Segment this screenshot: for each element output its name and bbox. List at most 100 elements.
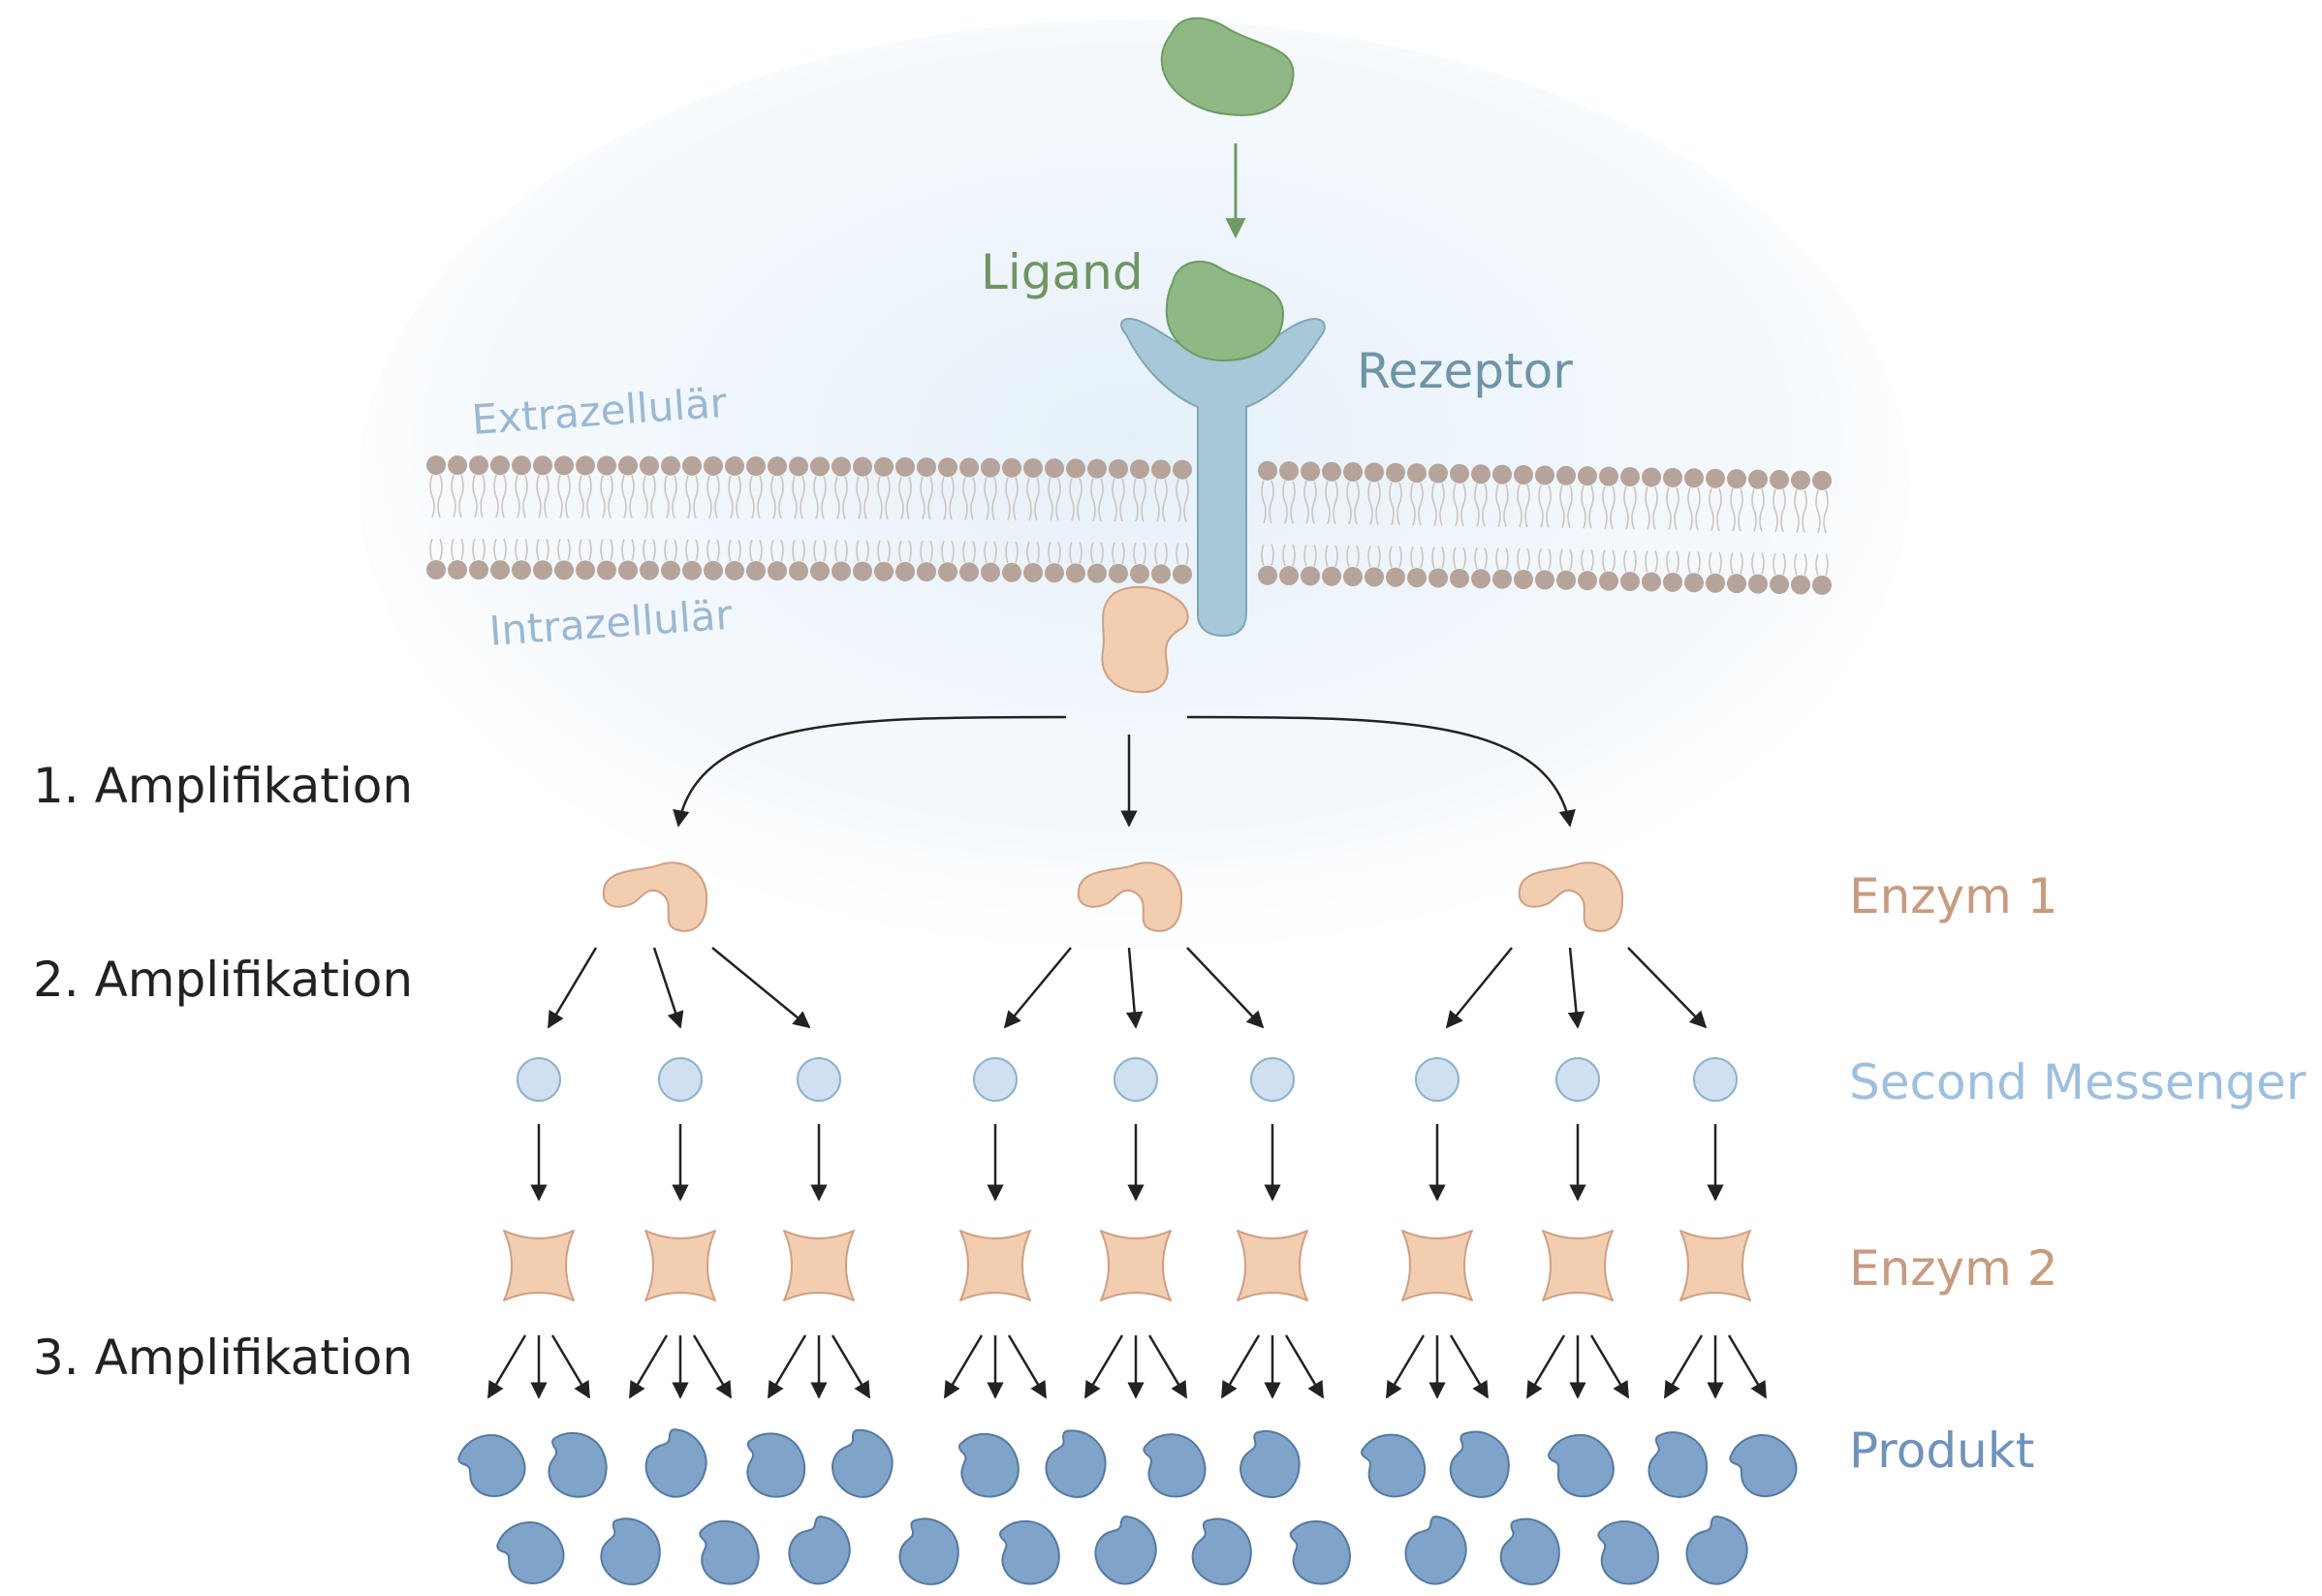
lipid-tail [643, 539, 646, 561]
lipid-tail [865, 540, 869, 562]
lipid-head [1173, 564, 1192, 584]
lipid-tail [1375, 482, 1381, 525]
lipid-tail [941, 540, 945, 563]
lipid-tail [927, 476, 933, 520]
product [457, 1434, 526, 1497]
amp3-arrow [1007, 1334, 1048, 1399]
amp3-arrow [1663, 1334, 1704, 1399]
lipid-tail [749, 539, 753, 562]
amp1-arrow-right [1186, 715, 1576, 828]
lipid-head [1279, 461, 1299, 482]
lipid-tail [1695, 487, 1701, 531]
lipid-head [789, 561, 808, 581]
lipid-head [1450, 568, 1469, 588]
lipid-tail [557, 475, 563, 518]
amplification-3-label: 3. Amplifikation [33, 1330, 413, 1386]
lipid-tail [1133, 478, 1139, 522]
lipid-head [1279, 566, 1299, 586]
lipid-tail [906, 476, 912, 520]
lipid-tail [1546, 485, 1552, 528]
lipid-tail [813, 476, 819, 519]
lipid-head [469, 560, 488, 580]
lipid-tail [1282, 480, 1288, 524]
lipid-tail [621, 475, 627, 518]
lipid-head [1770, 470, 1789, 490]
lipid-tail [898, 540, 902, 563]
lipid-head [768, 561, 787, 581]
lipid-head [789, 456, 808, 477]
lipid-head [1343, 462, 1363, 483]
lipid-head [640, 455, 659, 476]
lipid-tail [1141, 478, 1146, 522]
lipid-head [1045, 563, 1064, 583]
lipid-head [1748, 574, 1768, 594]
lipid-tail [664, 539, 668, 561]
lipid-tail [770, 475, 776, 519]
lipid-tail [544, 475, 549, 518]
product [1239, 1429, 1301, 1498]
lipid-tail [1815, 553, 1819, 577]
second-messenger [797, 1057, 841, 1102]
lipid-tail [908, 540, 912, 563]
lipid-tail [1325, 481, 1331, 524]
lipid-tail [1282, 544, 1286, 567]
amplification-1-label: 1. Amplifikation [33, 758, 413, 814]
lipid-tail [672, 475, 677, 518]
lipid-tail [1782, 552, 1786, 576]
lipid-head [1642, 572, 1661, 592]
product [1449, 1430, 1510, 1498]
lipid-tail [480, 474, 486, 518]
second-messenger [1250, 1057, 1295, 1102]
lipid-head [1428, 463, 1448, 484]
lipid-tail [1311, 481, 1317, 524]
cascade [457, 861, 1798, 1585]
lipid-tail [1162, 479, 1168, 522]
lipid-tail [706, 539, 710, 562]
free-ligand [1160, 16, 1295, 116]
lipid-tail [1548, 548, 1552, 571]
lipid-head [1514, 464, 1533, 485]
lipid-tail [1015, 541, 1019, 564]
lipid-head [1301, 566, 1320, 586]
produkt-label: Produkt [1849, 1423, 2034, 1479]
lipid-tail [716, 539, 720, 562]
enzym2-label: Enzym 2 [1849, 1240, 2058, 1297]
product [1045, 1429, 1107, 1498]
enzyme-2 [783, 1230, 855, 1301]
enzym1-label: Enzym 1 [1849, 868, 2058, 924]
amp2-arrow [1567, 947, 1585, 1029]
amp3-arrow [767, 1334, 807, 1399]
lipid-tail [920, 476, 926, 520]
lipid-tail [885, 476, 891, 520]
lipid-tail [1098, 478, 1104, 521]
lipid-head [832, 456, 851, 477]
amplification-2-label: 2. Amplifikation [33, 952, 413, 1008]
enzyme-2 [1100, 1230, 1172, 1301]
bound-ligand [1165, 260, 1285, 362]
lipid-head [554, 560, 574, 580]
second-messenger [517, 1057, 561, 1102]
amp2-arrow [1125, 947, 1144, 1029]
lipid-head [1599, 571, 1618, 591]
lipid-tail [1077, 478, 1083, 521]
lipid-head [1684, 468, 1704, 488]
lipid-head [1556, 465, 1576, 485]
lipid-head [1684, 573, 1704, 593]
lipid-tail [515, 474, 520, 518]
lipid-head [682, 560, 702, 580]
lipid-head [1023, 562, 1043, 582]
lipid-head [640, 560, 659, 580]
lipid-tail [1676, 550, 1679, 574]
lipid-tail [1389, 546, 1393, 568]
amp3-arrow [831, 1334, 871, 1399]
lipid-tail [1687, 487, 1693, 531]
lipid-tail [1709, 551, 1712, 574]
lipid-tail [949, 476, 955, 520]
lipid-tail [856, 476, 862, 519]
lipid-head [1663, 572, 1682, 592]
lipid-head [597, 560, 616, 580]
cell-membrane [426, 455, 1832, 595]
lipid-head [426, 455, 446, 475]
lipid-head [1301, 461, 1320, 482]
lipid-tail [674, 539, 677, 561]
